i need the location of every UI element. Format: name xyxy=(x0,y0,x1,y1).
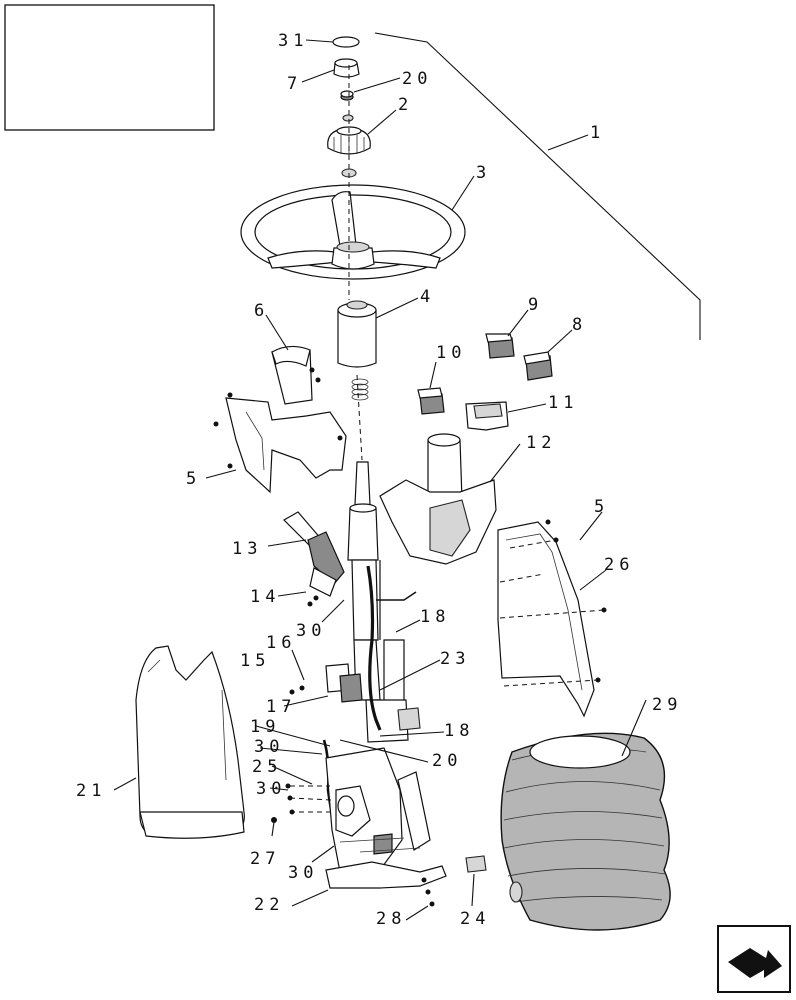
callout-25: 25 xyxy=(252,757,282,777)
callout-18a: 18 xyxy=(420,607,450,627)
callout-22: 22 xyxy=(254,895,284,915)
part-26-side-panel xyxy=(497,521,595,718)
callout-labels: 31 7 20 2 3 1 4 9 8 6 10 11 12 5 5 26 13… xyxy=(76,31,682,929)
callout-10: 10 xyxy=(436,343,466,363)
callout-20a: 20 xyxy=(402,69,432,89)
part-4-column-sleeve xyxy=(337,300,377,368)
callout-8: 8 xyxy=(572,315,587,335)
part-21-front-cover xyxy=(135,645,245,839)
callout-17: 17 xyxy=(266,697,296,717)
callout-27: 27 xyxy=(250,849,280,869)
callout-26: 26 xyxy=(604,555,634,575)
leader-lines xyxy=(113,39,647,921)
part-31-cap xyxy=(332,36,360,48)
part-5-left-shroud xyxy=(225,397,347,494)
part-29-bellows-boot xyxy=(500,732,671,931)
callout-4: 4 xyxy=(420,287,435,307)
next-page-arrow-icon[interactable] xyxy=(717,925,791,993)
callout-23: 23 xyxy=(440,649,470,669)
part-11-blank-plug xyxy=(465,401,509,431)
callout-6: 6 xyxy=(254,301,269,321)
part-17-connector xyxy=(325,663,363,703)
callout-31: 31 xyxy=(278,31,308,51)
callout-30a: 30 xyxy=(296,621,326,641)
part-7-knob xyxy=(333,58,360,78)
part-10-switch xyxy=(417,387,445,415)
callout-9: 9 xyxy=(528,295,543,315)
callout-30d: 30 xyxy=(288,863,318,883)
callout-12: 12 xyxy=(526,433,556,453)
callout-14: 14 xyxy=(250,587,280,607)
leader-1-bracket xyxy=(374,32,701,340)
callout-24: 24 xyxy=(460,909,490,929)
title-block xyxy=(4,4,215,131)
part-3-steering-wheel xyxy=(240,184,466,280)
callout-28: 28 xyxy=(376,909,406,929)
callout-15: 15 xyxy=(240,651,270,671)
part-6-upper-shroud xyxy=(271,345,313,405)
callout-20b: 20 xyxy=(432,751,462,771)
callout-18b: 18 xyxy=(444,721,474,741)
part-22-base-bracket xyxy=(325,747,447,889)
part-24-block xyxy=(465,855,487,873)
steering-column xyxy=(347,65,421,743)
part-9-switch xyxy=(485,333,515,359)
callout-11: 11 xyxy=(548,393,578,413)
callout-3: 3 xyxy=(476,163,491,183)
callout-7: 7 xyxy=(287,74,302,94)
callout-30b: 30 xyxy=(254,737,284,757)
callout-5b: 5 xyxy=(594,497,609,517)
callout-5a: 5 xyxy=(186,469,201,489)
part-13-lever xyxy=(283,511,345,597)
part-spring xyxy=(351,378,369,401)
part-washer xyxy=(342,114,354,122)
callout-21: 21 xyxy=(76,781,106,801)
part-12-right-shroud xyxy=(379,433,497,565)
part-8-switch xyxy=(523,351,553,381)
callout-19: 19 xyxy=(250,717,280,737)
assembly-lines xyxy=(289,539,605,813)
callout-1: 1 xyxy=(590,123,605,143)
callout-13: 13 xyxy=(232,539,262,559)
part-20-nut xyxy=(340,90,354,101)
callout-2: 2 xyxy=(398,95,413,115)
callout-30c: 30 xyxy=(256,779,286,799)
callout-16: 16 xyxy=(266,633,296,653)
callout-29: 29 xyxy=(652,695,682,715)
